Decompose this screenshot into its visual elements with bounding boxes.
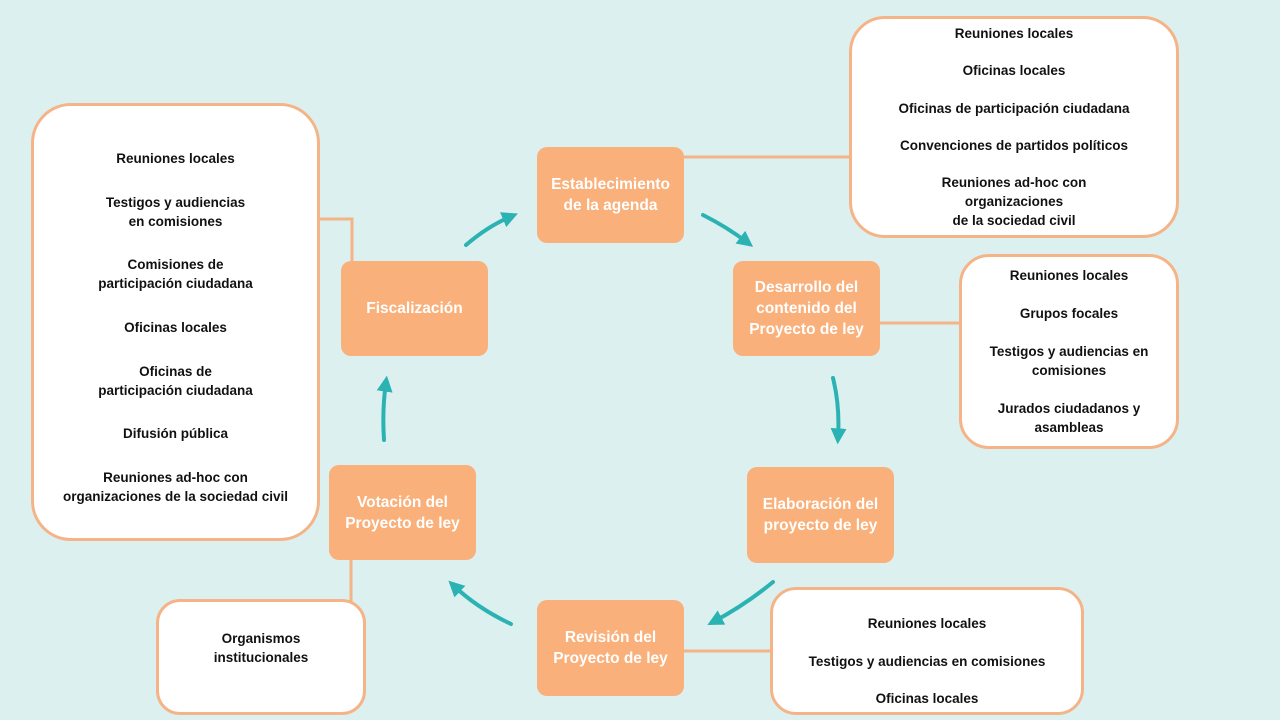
- panel-agenda-item: Oficinas locales: [962, 63, 1066, 79]
- panel-votacion: Organismos institucionales: [156, 599, 366, 715]
- stage-votacion: Votación del Proyecto de ley: [329, 465, 476, 560]
- panel-fiscalizacion-item: Oficinas de participación ciudadana: [98, 363, 253, 398]
- arrow-agenda-to-desarrollo: [701, 213, 754, 247]
- panel-revision-item: Oficinas locales: [875, 691, 979, 706]
- arrow-fiscalizacion-to-agenda: [464, 212, 518, 247]
- panel-fiscalizacion-item: Difusión pública: [122, 426, 228, 442]
- panel-agenda-item: Convenciones de partidos políticos: [899, 137, 1129, 153]
- panel-revision-item: Testigos y audiencias en comisiones: [808, 653, 1046, 669]
- panel-fiscalizacion: Reuniones locales Testigos y audiencias …: [31, 103, 320, 541]
- arrow-elaboracion-to-revision: [707, 580, 775, 626]
- stage-revision: Revisión del Proyecto de ley: [537, 600, 684, 696]
- arrow-revision-to-votacion: [448, 580, 513, 626]
- panel-revision: Reuniones locales Testigos y audiencias …: [770, 587, 1084, 715]
- panel-desarrollo: Reuniones locales Grupos focales Testigo…: [959, 254, 1179, 449]
- panel-agenda-item: Oficinas de participación ciudadana: [898, 100, 1130, 116]
- panel-desarrollo-item: Testigos y audiencias en comisiones: [989, 344, 1149, 378]
- connector-fiscalizacion-panel: [319, 217, 354, 262]
- panel-desarrollo-item: Reuniones locales: [1009, 268, 1129, 283]
- panel-desarrollo-item: Grupos focales: [1019, 306, 1119, 321]
- stage-agenda: Establecimiento de la agenda: [537, 147, 684, 243]
- panel-agenda-item: Reuniones locales: [954, 26, 1074, 41]
- stage-desarrollo: Desarrollo del contenido del Proyecto de…: [733, 261, 880, 356]
- arrow-votacion-to-fiscalizacion: [376, 375, 393, 442]
- panel-fiscalizacion-item: Reuniones locales: [116, 151, 235, 166]
- panel-fiscalizacion-item: Testigos y audiencias en comisiones: [105, 194, 246, 229]
- stage-elaboracion: Elaboración del proyecto de ley: [747, 467, 894, 563]
- panel-agenda: Reuniones locales Oficinas locales Ofici…: [849, 16, 1179, 238]
- arrow-desarrollo-to-elaboracion: [830, 376, 847, 445]
- stage-fiscalizacion: Fiscalización: [341, 261, 488, 356]
- panel-revision-item: Reuniones locales: [867, 616, 987, 631]
- panel-agenda-item: Reuniones ad-hoc con organizaciones de l…: [941, 175, 1087, 228]
- panel-desarrollo-item: Jurados ciudadanos y asambleas: [997, 401, 1141, 435]
- panel-fiscalizacion-item: Oficinas locales: [124, 319, 227, 335]
- panel-fiscalizacion-item: Reuniones ad-hoc con organizaciones de l…: [62, 469, 289, 504]
- panel-votacion-item: Organismos institucionales: [213, 631, 309, 665]
- panel-fiscalizacion-item: Comisiones de participación ciudadana: [98, 257, 253, 292]
